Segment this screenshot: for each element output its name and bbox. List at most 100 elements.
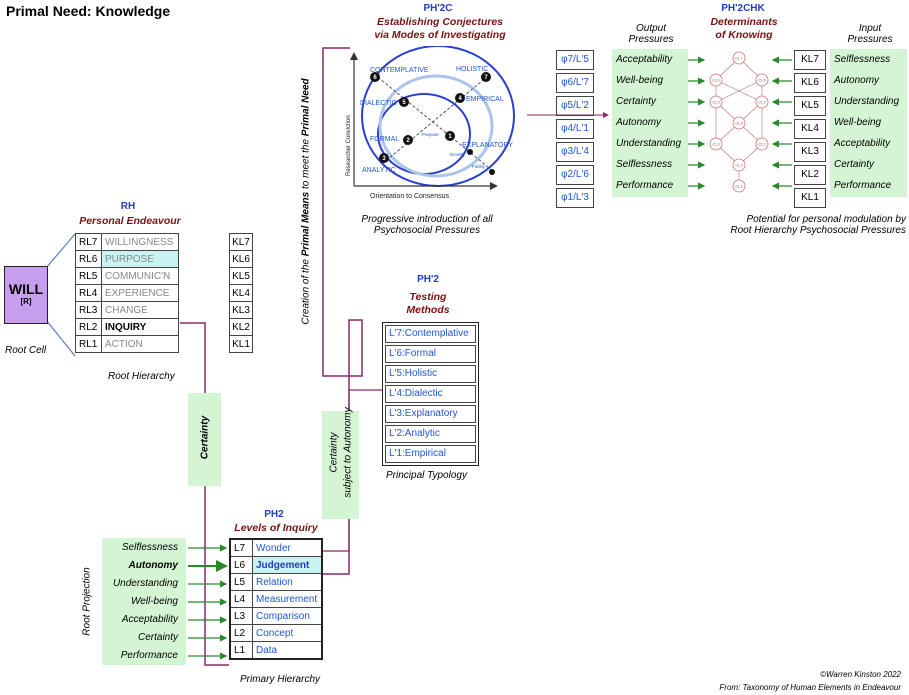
small-label: Novelty [450, 152, 466, 157]
modes-of-investigating-diagram: 6 7 5 4 2 1 3 CONTEMPLATIVE HOLISTIC DIA… [346, 46, 515, 200]
point-number: 2 [406, 138, 410, 144]
kl-cell: KL4 [229, 284, 253, 302]
kl-cell: KL1 [229, 335, 253, 353]
root-projection-box [102, 538, 186, 665]
rh-label-cell: COMMUNIC'N [101, 267, 179, 285]
ph2c-caption-line: Progressive introduction of all [361, 214, 493, 225]
ph2c-name: Establishing Conjectures via Modes of In… [360, 16, 520, 42]
certainty-label: Certainty [199, 415, 211, 460]
ph2chk-name-line: Determinants [710, 16, 778, 28]
rh-label-cell: INQUIRY [101, 318, 179, 336]
point-number: 3 [382, 156, 386, 162]
node-label: CL7 [735, 56, 743, 61]
php2-name: Testing Methods [388, 291, 468, 317]
ph2-code-cell: L1 [229, 641, 253, 660]
rp-item: Autonomy [128, 560, 178, 571]
ph2-code-cell: L4 [229, 590, 253, 608]
input-item: Performance [834, 180, 892, 191]
phi-cell: φ3/L'4 [556, 142, 594, 162]
kl-cell: KL2 [229, 318, 253, 336]
ph2-code-cell: L2 [229, 624, 253, 642]
ph2c-name-line: Establishing Conjectures [376, 16, 504, 28]
will-root-cell: WILL [R] [4, 266, 48, 324]
vtext-part-bold: Primal Means [300, 191, 312, 257]
point-number: 6 [373, 75, 377, 81]
ph2c-caption-line: Psychosocial Pressures [373, 225, 481, 236]
php2-caption: Principal Typology [386, 470, 467, 481]
creation-vertical-text: Creation of the Primal Means to meet the… [301, 52, 312, 352]
certainty-autonomy-box [322, 411, 359, 519]
certainty-autonomy-line1: Certainty [328, 432, 340, 473]
rp-item: Performance [120, 650, 178, 661]
will-label: WILL [8, 281, 44, 297]
php2-cell: L'6:Formal [385, 345, 476, 363]
rh-label-cell: EXPERIENCE [101, 284, 179, 302]
kl-cell: KL5 [229, 267, 253, 285]
rh-code-cell: RL1 [75, 335, 102, 353]
kl-right-cell: KL6 [794, 73, 826, 93]
input-item: Certainty [834, 159, 875, 170]
input-item: Autonomy [834, 75, 880, 86]
determinants-network: CL7 CL6 CL6 CL5 CL5 CL4 CL3 CL3 CL2 CL1 [709, 51, 769, 193]
kl-right-cell: KL5 [794, 96, 826, 116]
ph2chk-caption: Potential for personal modulation by Roo… [720, 214, 906, 236]
rh-code-cell: RL4 [75, 284, 102, 302]
vtext-part: Creation of the [300, 256, 312, 325]
ph2-label-cell: Comparison [252, 607, 323, 625]
ph2-label-cell: Measurement [252, 590, 323, 608]
phi-cell: φ6/L'7 [556, 73, 594, 93]
kl-right-cell: KL2 [794, 165, 826, 185]
node-label: CL1 [735, 184, 743, 189]
rp-item: Selflessness [121, 542, 178, 553]
input-item: Understanding [834, 96, 900, 107]
will-r-label: [R] [20, 297, 32, 306]
rp-item: Acceptability [121, 614, 178, 625]
php2-cell: L'7:Contemplative [385, 325, 476, 343]
point-number: 4 [458, 96, 462, 102]
ph2-label-cell: Wonder [252, 538, 323, 557]
small-label: Futility [472, 164, 486, 169]
input-item: Selflessness [834, 54, 891, 65]
node-label: CL6 [712, 78, 720, 83]
php2-cell: L'1:Empirical [385, 445, 476, 463]
rh-caption: Root Hierarchy [108, 371, 175, 382]
rh-code-cell: RL3 [75, 301, 102, 319]
small-label: Purpose [422, 132, 439, 137]
point-label: CONTEMPLATIVE [370, 67, 429, 74]
rh-code-cell: RL6 [75, 250, 102, 268]
output-item: Certainty [616, 96, 657, 107]
phi-column: φ7/L'5 φ6/L'7 φ5/L'2 φ4/L'1 φ3/L'4 φ2/L'… [556, 50, 594, 211]
footer-copyright: ©Warren Kinston 2022 [820, 670, 901, 679]
rp-item: Well-being [130, 596, 178, 607]
kl-cell: KL6 [229, 250, 253, 268]
root-projection-label: Root Projection [81, 567, 93, 636]
certainty-autonomy-line2: subject to Autonomy [342, 407, 354, 498]
point-number: 7 [484, 75, 488, 81]
php2-name-line: Methods [406, 304, 450, 316]
point-label: FORMAL [370, 136, 399, 143]
point-label: DIALECTIC [360, 100, 397, 107]
vtext-part: to meet the [300, 136, 312, 192]
phi-cell: φ1/L'3 [556, 188, 594, 208]
phi-cell: φ5/L'2 [556, 96, 594, 116]
ph2-code-cell: L3 [229, 607, 253, 625]
point-label: ANALYTIC [362, 167, 396, 174]
ph2-code-cell: L7 [229, 538, 253, 557]
vtext-part-bold: Primal Need [300, 78, 312, 137]
ph2c-name-line: via Modes of Investigating [374, 29, 506, 41]
ph2chk-name: Determinants of Knowing [700, 16, 788, 42]
php2-name-line: Testing [409, 291, 447, 303]
ph2-name: Levels of Inquiry [234, 522, 318, 534]
certainty-box [188, 393, 221, 486]
input-header-line: Input [858, 23, 882, 34]
node-label: CL5 [758, 100, 766, 105]
phi-cell: φ2/L'6 [556, 165, 594, 185]
page-title: Primal Need: Knowledge [6, 3, 171, 19]
